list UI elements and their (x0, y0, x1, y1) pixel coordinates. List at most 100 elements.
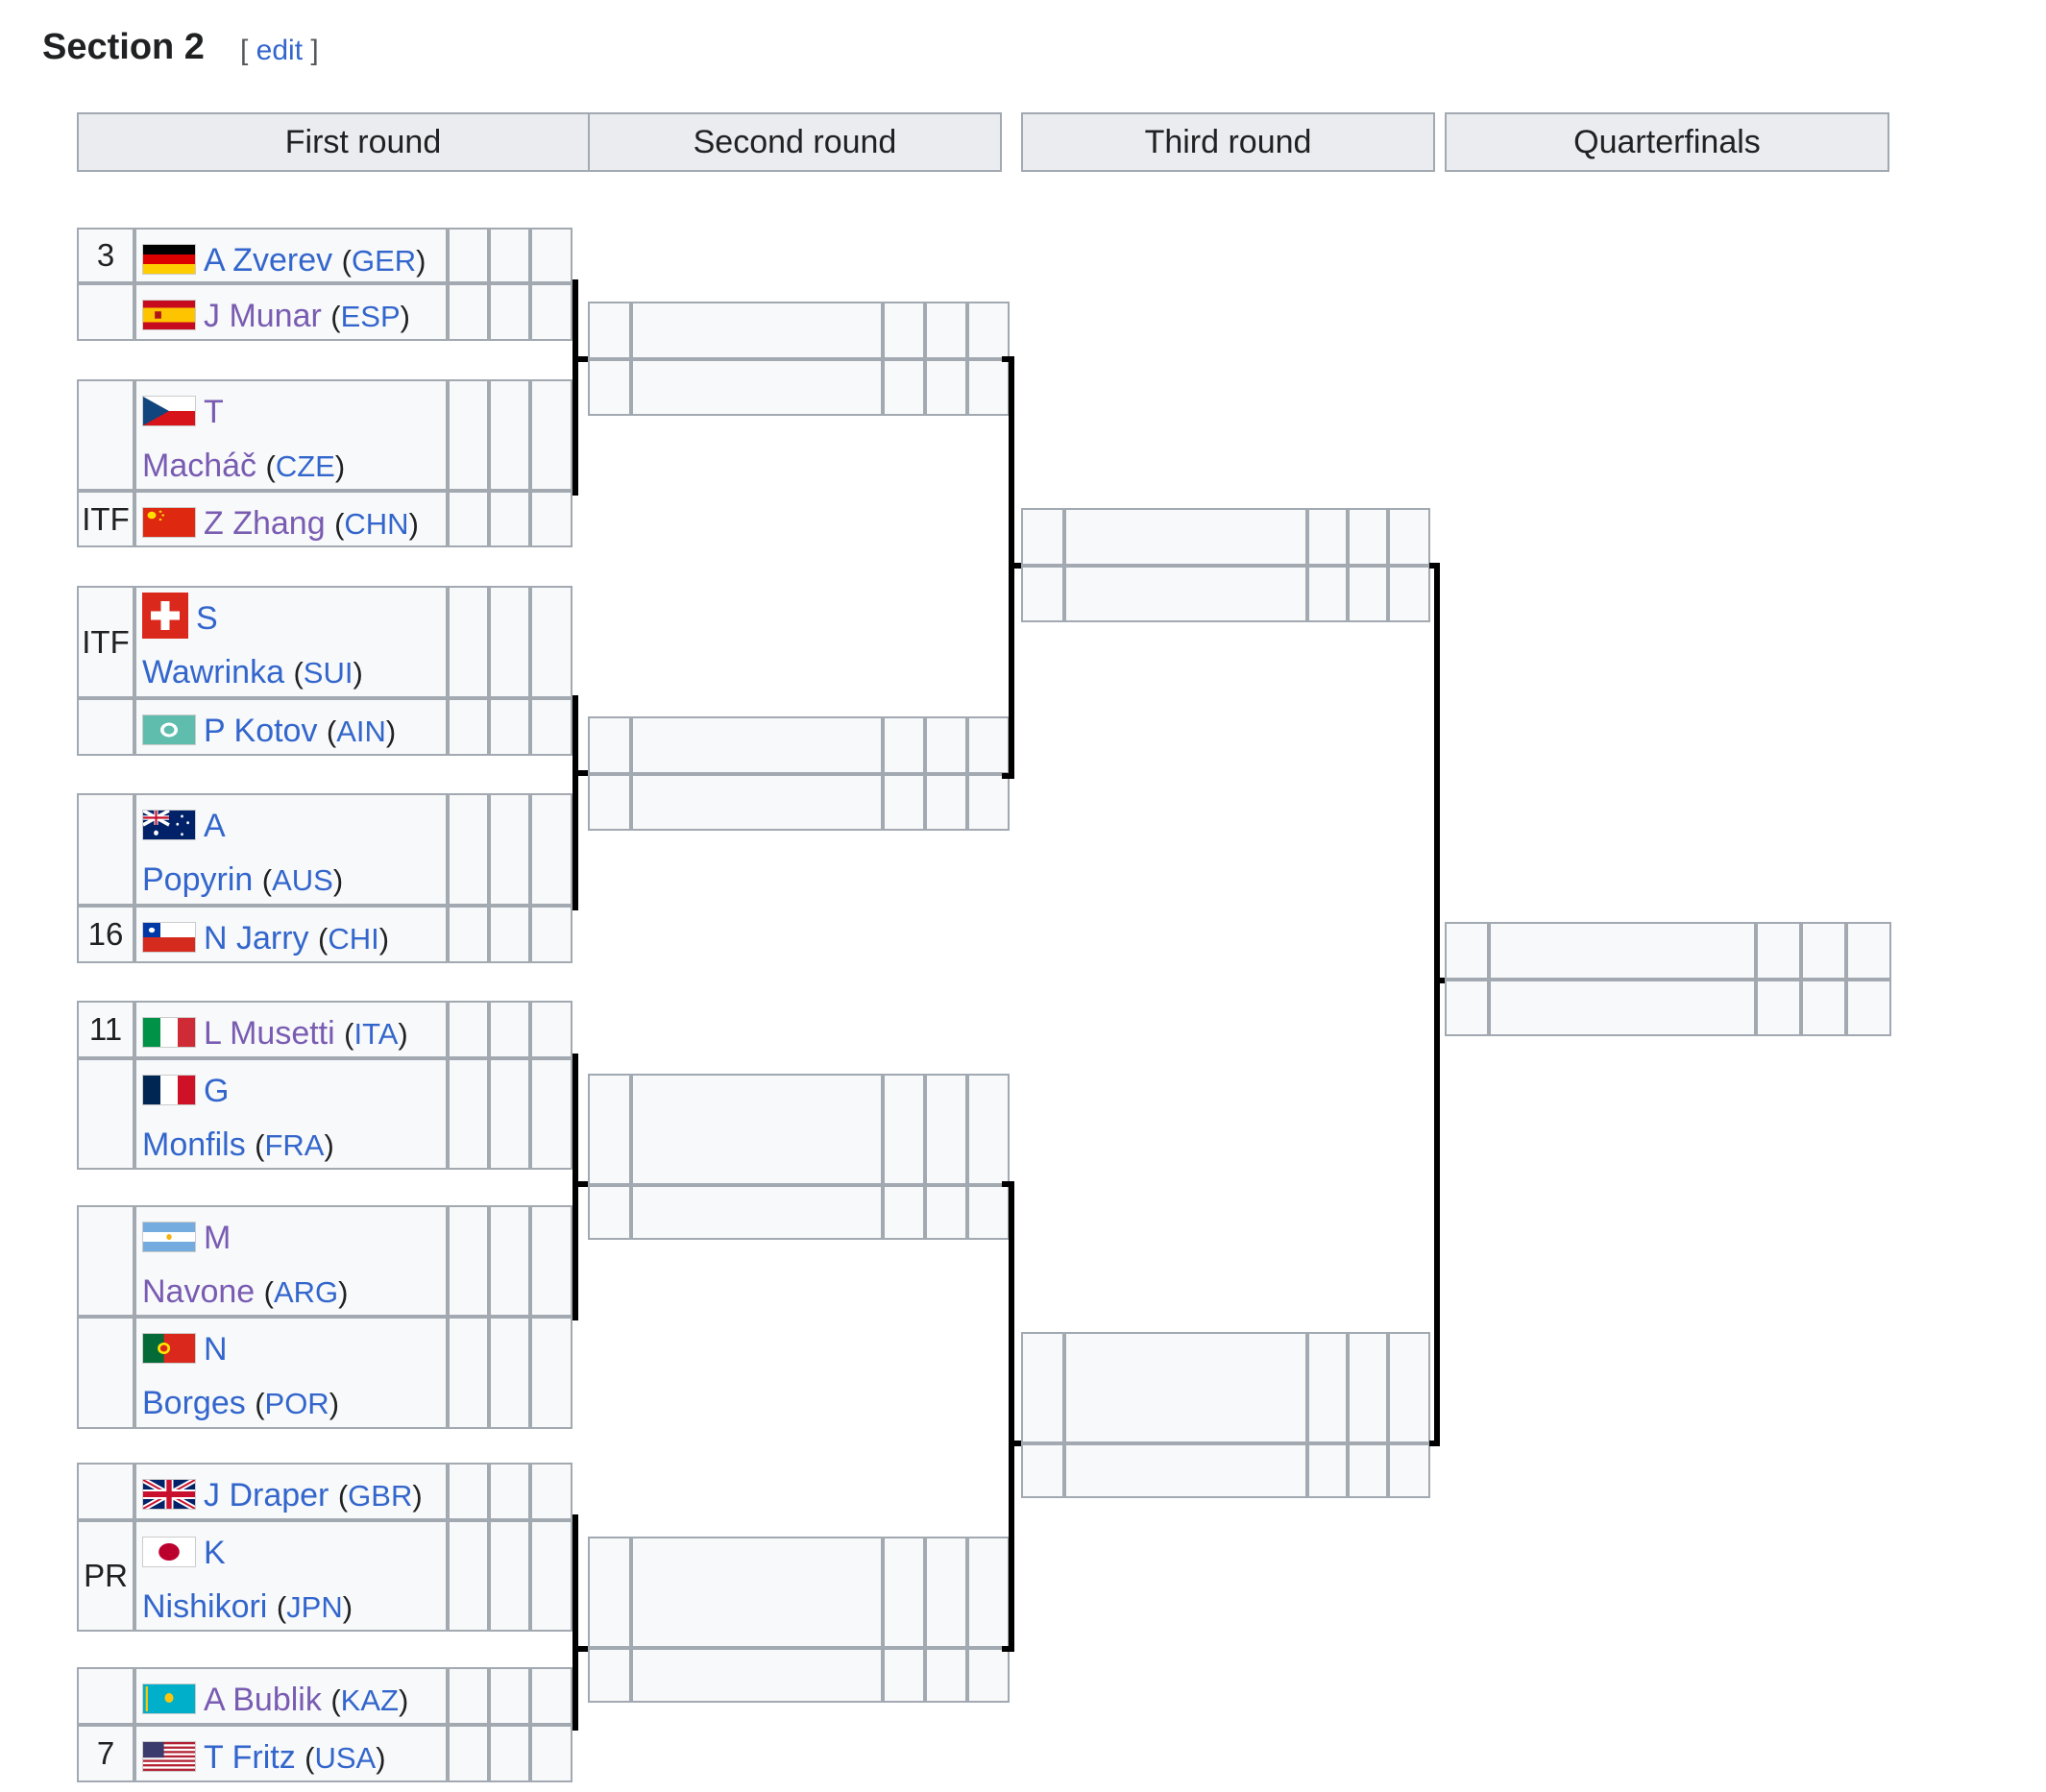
score-cell (530, 1463, 572, 1520)
score-cell (448, 228, 489, 283)
player-link[interactable]: L Musetti (204, 1015, 335, 1052)
section-title: Section 2 (42, 27, 205, 67)
seed-cell: 11 (77, 1001, 134, 1058)
r3-match-seed (1021, 508, 1064, 566)
seed-cell (77, 1463, 134, 1520)
r3-match-score (1348, 566, 1388, 622)
player-link[interactable]: J Munar (204, 298, 322, 334)
score-cell (448, 906, 489, 963)
player-link[interactable]: A (204, 808, 226, 844)
player-cell: J Draper (GBR) (134, 1463, 448, 1520)
player-cell: A Zverev (GER) (134, 228, 448, 283)
country-code-link[interactable]: CHN (344, 507, 409, 541)
country-code-link[interactable]: POR (264, 1387, 329, 1420)
player-link[interactable]: T (204, 394, 224, 430)
score-cell (489, 1205, 530, 1317)
player-link[interactable]: G (204, 1073, 230, 1109)
score-cell (448, 1317, 489, 1429)
seed-cell (77, 1058, 134, 1170)
r2-match-seed (588, 302, 631, 359)
score-cell (489, 1463, 530, 1520)
paren: ( (318, 922, 329, 956)
spain-flag-icon (142, 298, 204, 334)
player-link-surname[interactable]: Navone (142, 1273, 256, 1310)
r2-match-score (967, 716, 1010, 774)
country-code-link[interactable]: CHI (328, 922, 379, 956)
paren: ( (255, 1387, 265, 1420)
bracket-connector (572, 1053, 578, 1320)
player-link[interactable]: T Fritz (204, 1739, 296, 1776)
country-code-link[interactable]: ESP (340, 300, 401, 333)
country-code-link[interactable]: SUI (303, 656, 353, 690)
country-code-link[interactable]: JPN (286, 1590, 343, 1624)
score-cell (530, 698, 572, 756)
bracket-connector (1434, 978, 1445, 983)
edit-link-label[interactable]: edit (256, 35, 304, 66)
player-link[interactable]: A Bublik (204, 1682, 322, 1718)
score-cell (489, 1667, 530, 1725)
bracket-connector (572, 1181, 588, 1187)
player-link[interactable]: A Zverev (204, 242, 333, 278)
r2-match-player (631, 774, 883, 831)
player-link[interactable]: N (204, 1331, 228, 1368)
czech-flag-icon (142, 394, 204, 430)
player-link-surname[interactable]: Borges (142, 1385, 246, 1421)
player-link-surname[interactable]: Macháč (142, 448, 257, 484)
player-link[interactable]: J Draper (204, 1477, 329, 1514)
country-code-link[interactable]: ITA (353, 1017, 399, 1051)
score-cell (530, 1667, 572, 1725)
country-code-link[interactable]: USA (314, 1741, 377, 1775)
score-cell (530, 491, 572, 547)
score-cell (489, 906, 530, 963)
player-link-surname[interactable]: Popyrin (142, 861, 254, 898)
seed-cell: ITF (77, 586, 134, 698)
country-code-link[interactable]: GER (351, 244, 417, 278)
france-flag-icon (142, 1073, 204, 1109)
country-code-link[interactable]: KAZ (340, 1683, 399, 1717)
round-header: Third round (1021, 112, 1435, 172)
r3-match-score (1307, 1443, 1348, 1498)
paren: ) (385, 714, 397, 748)
seed-cell (77, 1205, 134, 1317)
score-cell (530, 1725, 572, 1782)
r2-match-score (925, 359, 967, 416)
r2-match-score (967, 1648, 1010, 1703)
player-link[interactable]: Z Zhang (204, 505, 326, 542)
r2-match-score (883, 774, 925, 831)
paren: ( (265, 449, 276, 483)
r2-match-seed (588, 1185, 631, 1240)
r3-match-player (1064, 1332, 1307, 1443)
r3-match-score (1388, 508, 1430, 566)
player-link[interactable]: S (196, 600, 218, 637)
player-link-surname[interactable]: Monfils (142, 1126, 246, 1163)
r2-match-score (883, 1185, 925, 1240)
country-code-link[interactable]: AUS (272, 863, 333, 897)
player-link[interactable]: N Jarry (204, 920, 309, 957)
player-link[interactable]: P Kotov (204, 713, 318, 749)
r2-match-seed (588, 716, 631, 774)
player-cell: A Bublik (KAZ) (134, 1667, 448, 1725)
r2-match-score (883, 302, 925, 359)
bracket-connector (1002, 773, 1014, 779)
bracket-connector (1009, 563, 1021, 569)
seed-cell: 7 (77, 1725, 134, 1782)
edit-section-link[interactable]: [ edit ] (240, 35, 319, 67)
paren: ( (276, 1590, 287, 1624)
country-code-link[interactable]: ARG (273, 1275, 339, 1309)
r2-match-score (967, 1537, 1010, 1648)
player-link[interactable]: M (204, 1220, 231, 1256)
player-cell: N Jarry (CHI) (134, 906, 448, 963)
player-link[interactable]: K (204, 1535, 226, 1571)
country-code-link[interactable]: CZE (275, 449, 335, 483)
player-link-surname[interactable]: Nishikori (142, 1588, 268, 1625)
player-cell: L Musetti (ITA) (134, 1001, 448, 1058)
country-code-link[interactable]: FRA (264, 1128, 325, 1162)
country-code-link[interactable]: AIN (336, 714, 386, 748)
r2-match-seed (588, 774, 631, 831)
player-link-surname[interactable]: Wawrinka (142, 654, 284, 690)
country-code-link[interactable]: GBR (348, 1479, 413, 1513)
paren: ) (334, 449, 346, 483)
paren: ( (263, 1275, 274, 1309)
